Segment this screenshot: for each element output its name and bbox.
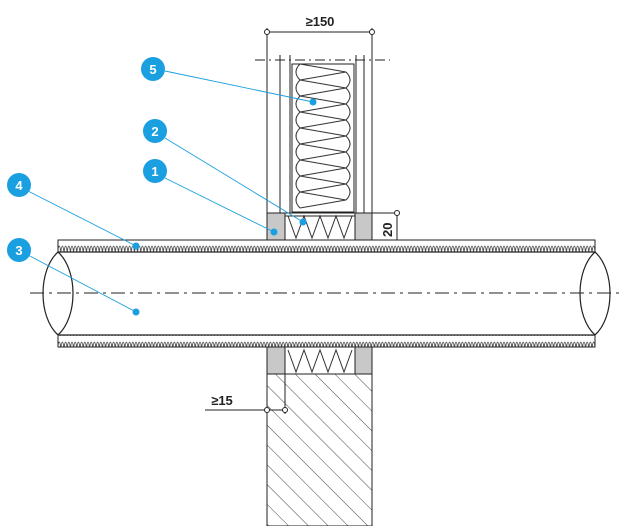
upper-wall <box>255 55 390 213</box>
pipe <box>30 251 620 336</box>
svg-text:1: 1 <box>151 164 158 179</box>
dimension-wall-width-label: ≥150 <box>306 14 335 29</box>
sleeve-lower-left <box>266 346 286 375</box>
callout-4: 4 <box>7 173 31 197</box>
sleeve-upper-left <box>266 212 286 241</box>
callout-2: 2 <box>143 119 167 143</box>
dimension-sleeve-height-label: 20 <box>380 223 395 237</box>
pipe-insulation-bottom <box>57 334 596 348</box>
mineral-wool-insulation <box>291 63 355 213</box>
sleeve-upper-right <box>354 212 373 241</box>
dimension-wall-width <box>264 28 375 60</box>
svg-text:2: 2 <box>151 124 158 139</box>
sleeve-lower-right <box>354 346 373 375</box>
callout-5: 5 <box>141 57 165 81</box>
callout-3: 3 <box>7 238 31 262</box>
dimension-gap <box>205 374 288 414</box>
callout-1: 1 <box>143 159 167 183</box>
leader-dots <box>132 98 317 316</box>
leader-lines <box>27 70 314 313</box>
lower-wall-hatched <box>266 373 373 526</box>
svg-text:4: 4 <box>15 178 23 193</box>
svg-text:5: 5 <box>149 62 156 77</box>
dimension-sleeve-height <box>372 210 400 240</box>
dimension-gap-label: ≥15 <box>211 393 233 408</box>
svg-text:3: 3 <box>15 243 22 258</box>
